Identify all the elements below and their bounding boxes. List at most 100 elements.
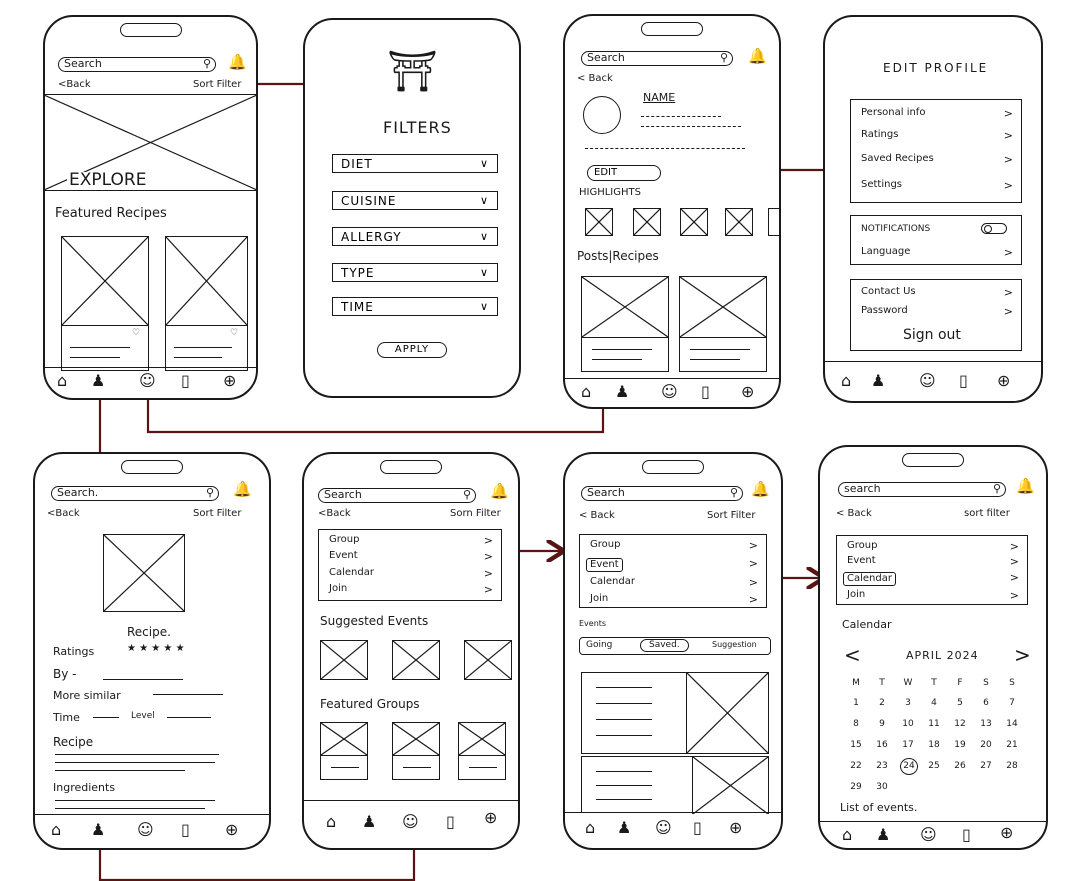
add-icon[interactable]: ⊕ <box>729 818 743 837</box>
more-similar-label[interactable]: More similar <box>53 689 121 702</box>
bell-icon[interactable]: 🔔 <box>228 53 247 71</box>
next-month-button[interactable]: > <box>1014 643 1031 667</box>
home-icon[interactable]: ⌂ <box>326 812 337 831</box>
group-card[interactable] <box>320 722 368 780</box>
profile-icon[interactable]: ☺ <box>919 371 936 390</box>
tab-saved[interactable]: Saved. <box>640 639 689 652</box>
calendar-day[interactable]: 30 <box>876 782 888 792</box>
back-button[interactable]: < Back <box>579 510 615 521</box>
calendar-day[interactable]: 4 <box>931 698 937 708</box>
messages-icon[interactable]: ▯ <box>701 382 710 401</box>
sort-filter-button[interactable]: Sort Filter <box>707 510 756 521</box>
profile-icon[interactable]: ☺ <box>920 825 937 844</box>
apply-button[interactable]: APPLY <box>377 342 447 358</box>
sign-out-button[interactable]: Sign out <box>903 327 961 343</box>
search-input[interactable]: Search⚲ <box>318 488 476 503</box>
group-card[interactable] <box>458 722 506 780</box>
profile-icon[interactable]: ☺ <box>139 371 156 390</box>
event-thumbnail[interactable] <box>320 640 368 680</box>
calendar-day[interactable]: 6 <box>983 698 989 708</box>
back-button[interactable]: < Back <box>577 73 613 84</box>
messages-icon[interactable]: ▯ <box>962 825 971 844</box>
event-card[interactable] <box>581 756 769 814</box>
notifications-toggle[interactable] <box>981 223 1007 234</box>
search-input[interactable]: Search⚲ <box>581 51 733 66</box>
profile-icon[interactable]: ☺ <box>137 820 154 839</box>
sort-filter-button[interactable]: Sort Filter <box>193 79 242 90</box>
calendar-day[interactable]: 23 <box>876 761 888 771</box>
home-icon[interactable]: ⌂ <box>581 382 592 401</box>
highlight-item[interactable] <box>585 208 613 236</box>
back-button[interactable]: <Back <box>58 79 91 90</box>
home-icon[interactable]: ⌂ <box>57 371 68 390</box>
calendar-day[interactable]: 11 <box>928 719 940 729</box>
group-card[interactable] <box>392 722 440 780</box>
calendar-day[interactable]: 13 <box>980 719 992 729</box>
back-button[interactable]: <Back <box>47 508 80 519</box>
community-icon[interactable]: ♟ <box>615 382 630 401</box>
list-of-events-link[interactable]: List of events. <box>840 801 918 814</box>
highlight-item[interactable] <box>768 208 780 236</box>
bell-icon[interactable]: 🔔 <box>751 480 770 498</box>
search-input[interactable]: Search.⚲ <box>51 486 219 501</box>
add-icon[interactable]: ⊕ <box>484 808 498 827</box>
calendar-day[interactable]: 28 <box>1006 761 1018 771</box>
post-card[interactable] <box>679 276 767 372</box>
bell-icon[interactable]: 🔔 <box>490 482 509 500</box>
community-icon[interactable]: ♟ <box>617 818 632 837</box>
community-icon[interactable]: ♟ <box>871 371 886 390</box>
calendar-day[interactable]: 25 <box>928 761 940 771</box>
calendar-day[interactable]: 17 <box>902 740 914 750</box>
recipe-card[interactable]: ♡ <box>165 236 248 371</box>
profile-icon[interactable]: ☺ <box>655 818 672 837</box>
post-card[interactable] <box>581 276 669 372</box>
calendar-day[interactable]: 24 <box>900 758 918 775</box>
filter-type-dropdown[interactable]: TYPE∨ <box>332 263 498 282</box>
home-icon[interactable]: ⌂ <box>842 825 853 844</box>
highlight-item[interactable] <box>725 208 753 236</box>
filter-time-dropdown[interactable]: TIME∨ <box>332 297 498 316</box>
event-thumbnail[interactable] <box>464 640 512 680</box>
highlight-item[interactable] <box>633 208 661 236</box>
calendar-day[interactable]: 29 <box>850 782 862 792</box>
calendar-day[interactable]: 12 <box>954 719 966 729</box>
search-input[interactable]: Search⚲ <box>581 486 743 501</box>
bell-icon[interactable]: 🔔 <box>748 47 767 65</box>
bell-icon[interactable]: 🔔 <box>233 480 252 498</box>
calendar-day[interactable]: 9 <box>879 719 885 729</box>
sort-filter-button[interactable]: sort filter <box>964 508 1010 519</box>
calendar-day[interactable]: 1 <box>853 698 859 708</box>
recipe-card[interactable]: ♡ <box>61 236 149 371</box>
add-icon[interactable]: ⊕ <box>741 382 755 401</box>
prev-month-button[interactable]: < <box>844 643 861 667</box>
community-icon[interactable]: ♟ <box>362 812 377 831</box>
back-button[interactable]: <Back <box>318 508 351 519</box>
calendar-day[interactable]: 26 <box>954 761 966 771</box>
add-icon[interactable]: ⊕ <box>223 371 237 390</box>
calendar-day[interactable]: 16 <box>876 740 888 750</box>
calendar-day[interactable]: 5 <box>957 698 963 708</box>
home-icon[interactable]: ⌂ <box>51 820 62 839</box>
back-button[interactable]: < Back <box>836 508 872 519</box>
home-icon[interactable]: ⌂ <box>841 371 852 390</box>
add-icon[interactable]: ⊕ <box>225 820 239 839</box>
tab-suggestion[interactable]: Suggestion <box>712 640 757 649</box>
filter-diet-dropdown[interactable]: DIET∨ <box>332 154 498 173</box>
heart-icon[interactable]: ♡ <box>132 328 141 338</box>
home-icon[interactable]: ⌂ <box>585 818 596 837</box>
avatar[interactable] <box>583 96 621 134</box>
heart-icon[interactable]: ♡ <box>230 328 239 338</box>
calendar-day[interactable]: 27 <box>980 761 992 771</box>
event-card[interactable] <box>581 672 769 754</box>
calendar-day[interactable]: 8 <box>853 719 859 729</box>
search-input[interactable]: Search⚲ <box>58 57 216 72</box>
calendar-day[interactable]: 21 <box>1006 740 1018 750</box>
calendar-day[interactable]: 7 <box>1009 698 1015 708</box>
calendar-day[interactable]: 18 <box>928 740 940 750</box>
messages-icon[interactable]: ▯ <box>959 371 968 390</box>
sort-filter-button[interactable]: Sorn Filter <box>450 508 501 519</box>
add-icon[interactable]: ⊕ <box>997 371 1011 390</box>
community-icon[interactable]: ♟ <box>91 371 106 390</box>
event-thumbnail[interactable] <box>392 640 440 680</box>
messages-icon[interactable]: ▯ <box>446 812 455 831</box>
